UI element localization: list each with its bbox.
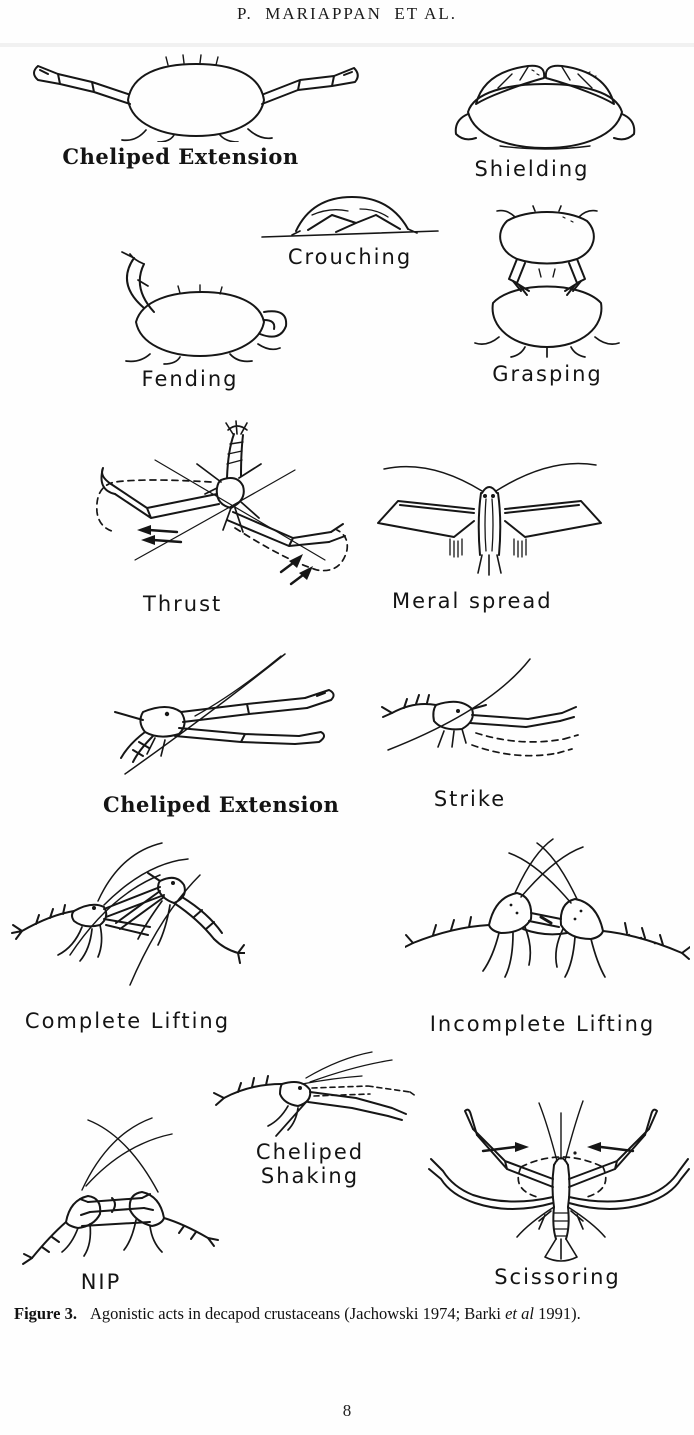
- panel-cheliped-shaking: Cheliped Shaking: [210, 1050, 420, 1188]
- page-number: 8: [342, 1401, 352, 1420]
- panel-label: Shielding: [474, 157, 590, 181]
- shrimp-meral-spread-drawing: [370, 455, 610, 587]
- panel-label: Fending: [141, 367, 239, 391]
- crabs-grasping-drawing: [455, 205, 640, 360]
- shrimp-cheliped-shaking-drawing: [210, 1050, 420, 1138]
- panel-label: Cheliped Extension: [62, 144, 299, 169]
- panel-meral-spread: Meral spread: [370, 455, 610, 613]
- shrimp-cheliped-extension-drawing: [95, 650, 365, 790]
- shrimp-strike-drawing: [380, 655, 580, 785]
- crab-fending-drawing: [80, 250, 300, 365]
- figure-caption: Figure 3. Agonistic acts in decapod crust…: [14, 1304, 686, 1324]
- panel-label: Meral spread: [392, 589, 553, 613]
- panel-label: NIP: [80, 1270, 122, 1294]
- panel-grasping: Grasping: [455, 205, 640, 386]
- shrimps-nip-drawing: [20, 1110, 220, 1268]
- shrimp-thrust-drawing: [85, 420, 355, 590]
- crab-crouching-drawing: [260, 185, 440, 243]
- panel-nip: NIP: [20, 1110, 220, 1294]
- panel-cheliped-extension-crab: Cheliped Extension: [28, 52, 363, 169]
- shrimps-incomplete-lifting-drawing: [405, 835, 690, 1010]
- panel-label: Strike: [433, 787, 507, 811]
- panel-crouching: Crouching: [260, 185, 440, 269]
- figure-caption-tail: 1991).: [533, 1304, 581, 1323]
- crab-shielding-drawing: [440, 50, 650, 155]
- panel-strike: Strike: [380, 655, 580, 811]
- panel-label: Complete Lifting: [24, 1009, 231, 1033]
- panel-incomplete-lifting: Incomplete Lifting: [405, 835, 690, 1036]
- panel-label: Cheliped Shaking: [255, 1140, 365, 1188]
- panel-thrust: Thrust: [85, 420, 355, 616]
- figure-caption-text: Agonistic acts in decapod crustaceans (J…: [89, 1304, 506, 1323]
- panel-label: Scissoring: [494, 1265, 621, 1289]
- running-head: P. MARIAPPAN ET AL.: [236, 4, 458, 23]
- shrimps-complete-lifting-drawing: [10, 835, 245, 1007]
- panel-scissoring: Scissoring: [425, 1095, 690, 1289]
- panel-label: Cheliped Extension: [103, 792, 340, 817]
- panel-complete-lifting: Complete Lifting: [10, 835, 245, 1033]
- panel-fending: Fending: [80, 250, 300, 391]
- panel-label: Thrust: [143, 592, 223, 616]
- panel-label: Grasping: [492, 362, 603, 386]
- panel-label: Incomplete Lifting: [429, 1012, 656, 1036]
- panel-cheliped-extension-shrimp: Cheliped Extension: [95, 650, 365, 817]
- figure-caption-italic: et al: [505, 1304, 534, 1323]
- figure-caption-label: Figure 3.: [14, 1304, 77, 1323]
- panel-shielding: Shielding: [440, 50, 650, 181]
- panel-label: Crouching: [287, 245, 413, 269]
- header-rule: [0, 43, 694, 47]
- crab-cheliped-extension-drawing: [28, 52, 363, 142]
- shrimp-scissoring-drawing: [425, 1095, 690, 1263]
